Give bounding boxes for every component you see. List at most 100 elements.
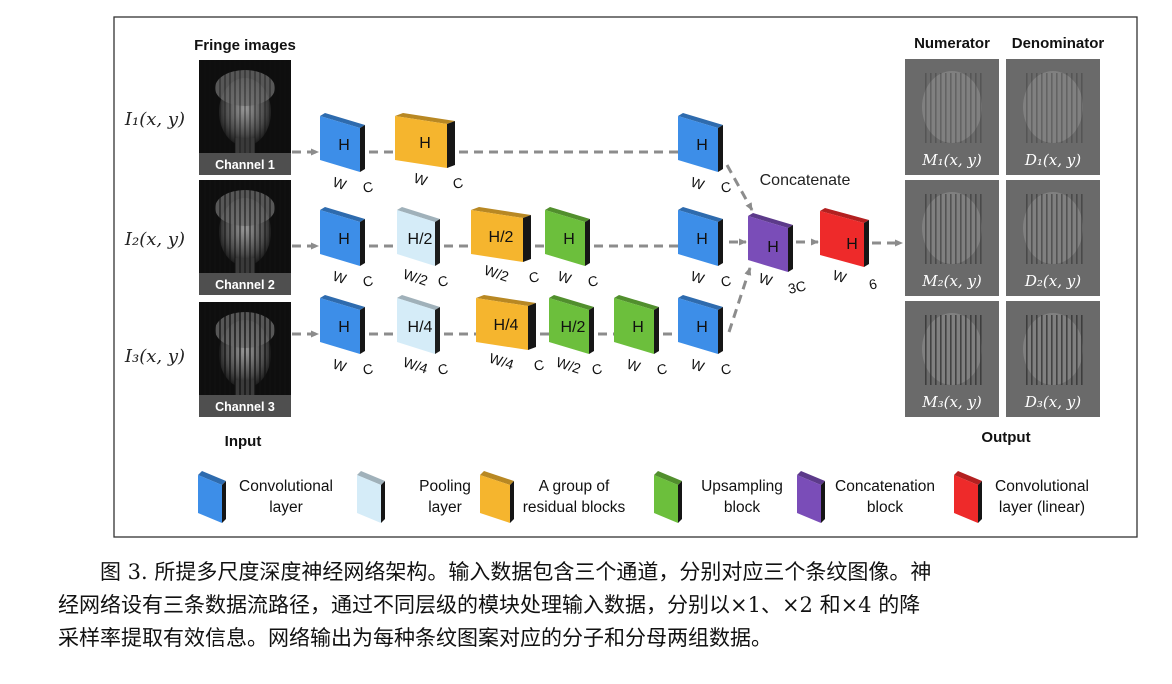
legend-label: Concatenation <box>835 478 935 495</box>
fringe-image: Channel 3 <box>199 302 291 417</box>
input-row: I₂(x, y) Channel 2 <box>124 180 291 295</box>
height-label: H <box>563 231 575 248</box>
channel-count-label: C <box>719 178 732 196</box>
legend-label: residual blocks <box>523 499 626 516</box>
width-label: W <box>625 356 643 376</box>
block-top-face <box>320 113 365 128</box>
output-math-label: M₃(x, y) <box>921 393 982 411</box>
block-front-face <box>320 210 360 266</box>
concatenate-label: Concatenate <box>760 172 851 189</box>
block-front-face <box>397 210 435 266</box>
width-label: W/4 <box>401 354 430 377</box>
output-math-label: M₂(x, y) <box>921 272 982 290</box>
block-side-face <box>528 303 536 350</box>
width-label: W <box>689 268 707 288</box>
block-side-face <box>718 125 723 172</box>
block-top-face <box>545 207 590 222</box>
block-front-face <box>820 211 864 267</box>
block-front-face <box>614 298 654 354</box>
legend-swatch <box>357 475 381 523</box>
numerator-image: M₂(x, y) <box>905 180 999 296</box>
legend-item: Convolutional layer <box>198 471 333 523</box>
legend-label: layer <box>269 499 303 516</box>
channel-count-label: C <box>532 356 545 374</box>
output-images: M₁(x, y) D₁(x, y) M₂(x, y) D₂(x, y) <box>905 59 1100 417</box>
height-label: H <box>338 231 350 248</box>
width-label: W <box>331 268 349 288</box>
output-row: M₃(x, y) D₃(x, y) <box>905 301 1100 417</box>
legend-swatch-side <box>821 481 825 523</box>
width-label: W/4 <box>487 350 516 373</box>
fringe-image: Channel 1 <box>199 60 291 175</box>
width-label: W <box>331 174 349 194</box>
block-side-face <box>585 219 590 266</box>
legend-swatch-top <box>654 471 682 485</box>
block-side-face <box>360 307 365 354</box>
block-top-face <box>397 295 440 310</box>
legend-swatch <box>954 475 978 523</box>
channel-count-label: C <box>361 272 374 290</box>
numerator-image: M₃(x, y) <box>905 301 999 417</box>
fringe-images-header: Fringe images <box>194 37 296 54</box>
block-side-face <box>654 307 659 354</box>
block-front-face <box>320 298 360 354</box>
legend-label: Upsampling <box>701 478 783 495</box>
height-label: H <box>696 319 708 336</box>
channel-count-label: C <box>655 360 668 378</box>
width-label: W/2 <box>401 266 430 289</box>
channel-count-label: C <box>586 272 599 290</box>
legend-swatch <box>654 475 678 523</box>
legend-swatch-side <box>381 481 385 523</box>
legend-swatch-top <box>357 471 385 485</box>
height-label: H <box>696 137 708 154</box>
input-math-label: I₁(x, y) <box>124 109 185 130</box>
height-label: H <box>632 319 644 336</box>
width-label: W <box>331 356 349 376</box>
width-label: W/2 <box>482 262 511 285</box>
caption-line: 图 3. 所提多尺度深度神经网络架构。输入数据包含三个通道，分别对应三个条纹图像… <box>100 560 932 584</box>
legend-swatch-top <box>198 471 226 485</box>
legend-swatch-side <box>510 481 514 523</box>
block-side-face <box>718 219 723 266</box>
input-math-label: I₂(x, y) <box>124 229 185 250</box>
width-label: W <box>831 267 849 287</box>
block-top-face <box>397 207 440 222</box>
block-front-face <box>320 116 360 172</box>
channel-count-label: 3C <box>787 277 808 296</box>
legend-label: Convolutional <box>239 478 333 495</box>
channel-count-label: C <box>361 178 374 196</box>
block-front-face <box>748 216 788 272</box>
block-top-face <box>678 207 723 222</box>
channel-count-label: C <box>719 272 732 290</box>
output-label: Output <box>981 429 1030 446</box>
block-top-face <box>320 295 365 310</box>
legend-swatch <box>480 475 510 523</box>
input-label: Input <box>225 433 262 450</box>
width-label: W <box>689 356 707 376</box>
input-row: I₁(x, y) Channel 1 <box>124 60 291 175</box>
channel-count-label: C <box>590 360 603 378</box>
height-label: H <box>338 319 350 336</box>
height-label: H/2 <box>408 231 433 248</box>
block-top-face <box>471 207 531 218</box>
height-label: H <box>846 236 858 253</box>
block-top-face <box>395 113 455 124</box>
legend-label: layer (linear) <box>999 499 1085 516</box>
denominator-header: Denominator <box>1012 35 1105 52</box>
height-label: H <box>338 137 350 154</box>
